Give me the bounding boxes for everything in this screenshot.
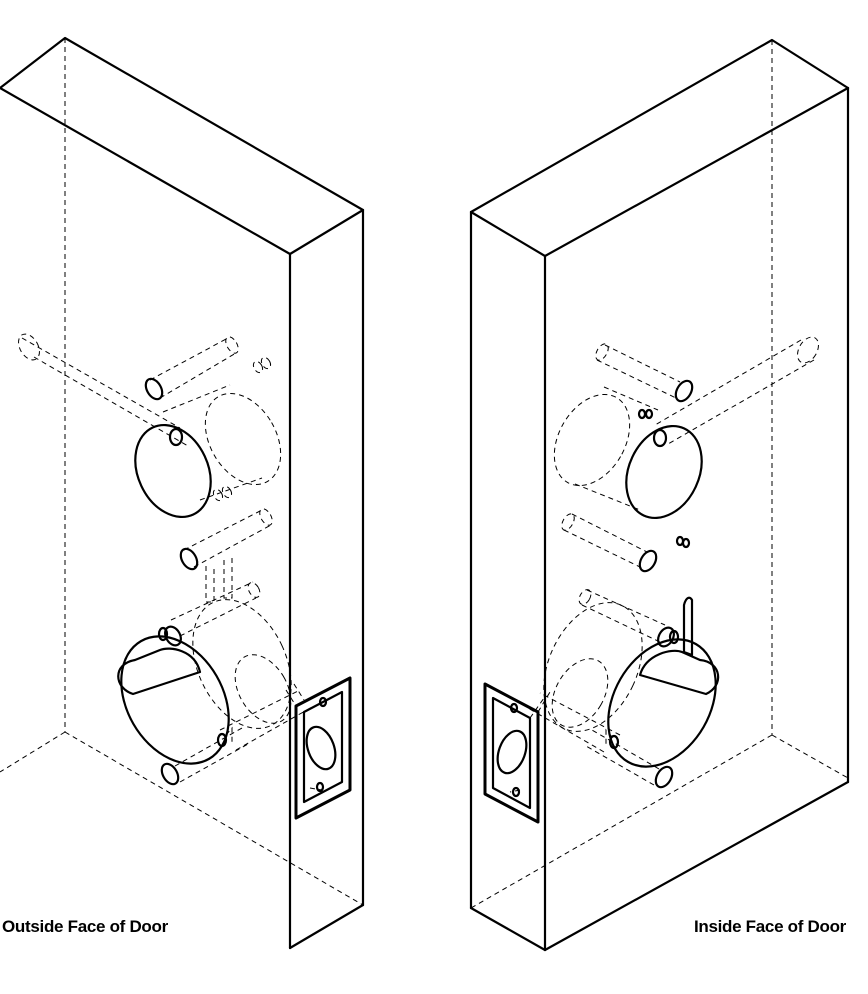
outside-lower-bore [117,581,315,786]
inside-face-caption: Inside Face of Door [693,917,846,936]
inside-upper-bore [553,386,703,520]
outside-door-box [0,36,365,950]
inside-mounting-hole-top [595,343,694,403]
outside-face-caption: Outside Face of Door [2,917,168,936]
outside-mounting-hole-middle [179,508,273,603]
outside-door-hidden-edges [0,38,364,906]
outside-upper-bore [134,356,282,519]
inside-door-box [469,38,850,952]
outside-face-door [0,36,365,950]
outside-thru-bolt-hole-upper [18,333,189,447]
outside-mounting-hole-top [144,336,239,401]
inside-strike-plate [483,682,551,824]
inside-face-door [469,38,850,952]
inside-thru-bolt-hole-upper [654,336,819,445]
inside-mounting-hole-middle [561,513,691,573]
inside-lower-bore [527,589,720,789]
outside-strike-plate [285,676,352,820]
inside-door-hidden-edges [470,40,849,909]
